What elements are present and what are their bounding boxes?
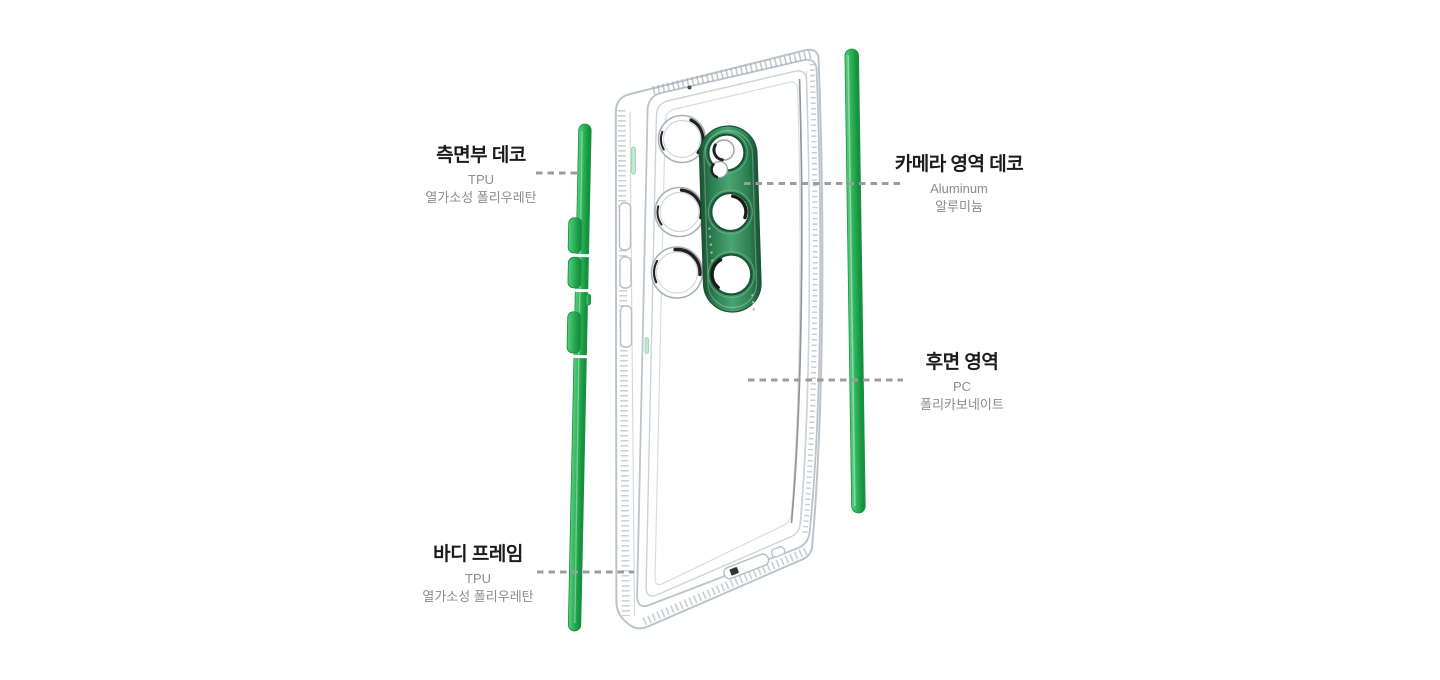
side-deco-strip bbox=[566, 123, 592, 632]
part-title: 카메라 영역 데코 bbox=[894, 154, 1024, 175]
part-material-native: 열가소성 폴리우레탄 bbox=[425, 190, 537, 206]
clear-case-body bbox=[614, 48, 824, 630]
part-title: 바디 프레임 bbox=[433, 544, 523, 565]
volume-down-button bbox=[567, 256, 582, 289]
label-rear-area: 후면 영역 PC 폴리카보네이트 bbox=[872, 352, 1052, 413]
part-title: 후면 영역 bbox=[925, 352, 999, 373]
camera-deco-plate bbox=[698, 125, 762, 313]
part-material: Aluminum bbox=[930, 180, 988, 196]
part-material: PC bbox=[952, 378, 972, 394]
part-title: 측면부 데코 bbox=[436, 145, 526, 166]
part-material-native: 알루미늄 bbox=[935, 199, 983, 215]
rear-deco-strip bbox=[844, 48, 866, 514]
leader-lines bbox=[536, 171, 903, 574]
volume-up-button bbox=[567, 217, 583, 254]
part-material-native: 폴리카보네이트 bbox=[920, 397, 1004, 413]
power-button bbox=[566, 311, 582, 354]
label-body-frame: 바디 프레임 TPU 열가소성 폴리우레탄 bbox=[388, 544, 568, 605]
part-material-native: 열가소성 폴리우레탄 bbox=[422, 589, 534, 605]
part-material: TPU bbox=[465, 570, 491, 586]
camera-cutout-circles bbox=[650, 114, 707, 299]
bottom-ports bbox=[723, 546, 786, 580]
label-camera-deco: 카메라 영역 데코 Aluminum 알루미늄 bbox=[869, 154, 1049, 215]
label-side-deco: 측면부 데코 TPU 열가소성 폴리우레탄 bbox=[391, 145, 571, 206]
part-material: TPU bbox=[468, 171, 494, 187]
